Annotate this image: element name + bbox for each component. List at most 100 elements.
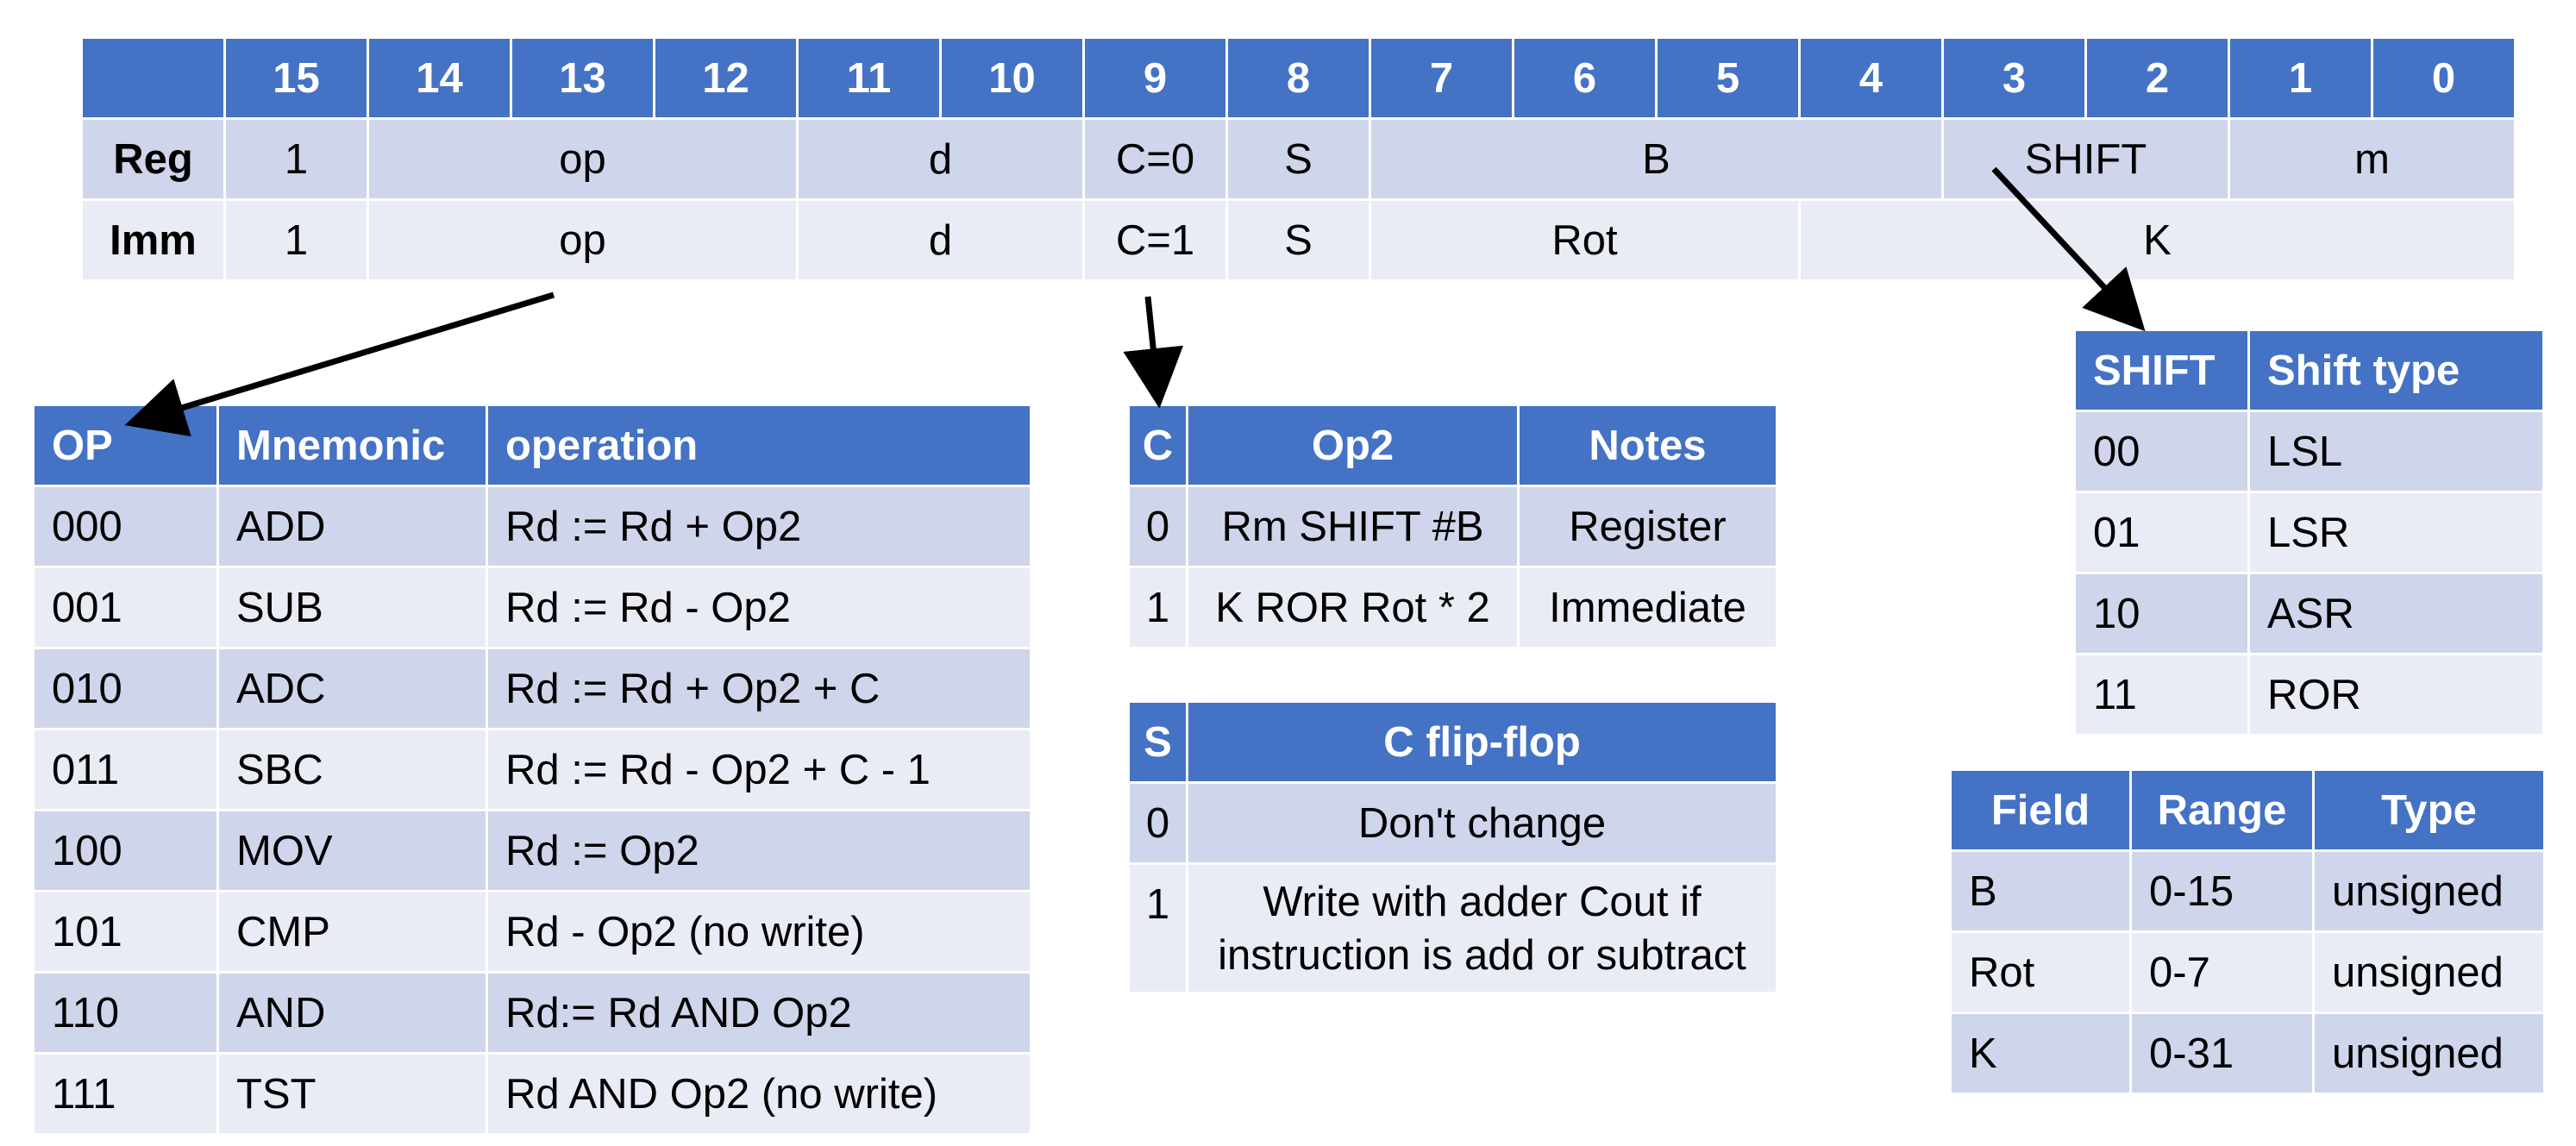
imm-row: Imm 1 op d C=1 S Rot K [80, 198, 2516, 282]
table-row: 110 AND Rd:= Rd AND Op2 [32, 971, 1032, 1055]
shift-type: ASR [2247, 572, 2545, 655]
shift-type: ROR [2247, 653, 2545, 736]
bit-header: 2 [2084, 36, 2230, 120]
field-m: m [2228, 117, 2516, 201]
op-code: 111 [32, 1052, 219, 1136]
field-rot: Rot [1369, 198, 1801, 282]
operation: Rd := Op2 [486, 809, 1032, 892]
bit-header-row: 15 14 13 12 11 10 9 8 7 6 5 4 3 2 1 0 [80, 36, 2516, 120]
field-op: op [367, 198, 799, 282]
bit-header: 14 [367, 36, 512, 120]
notes-value: Immediate [1517, 566, 1778, 649]
op-table: OP Mnemonic operation 000 ADD Rd := Rd +… [32, 404, 1032, 1136]
table-row: 01 LSR [2073, 491, 2545, 574]
table-row: 000 ADD Rd := Rd + Op2 [32, 485, 1032, 568]
s-value: 0 [1127, 781, 1188, 865]
table-row: 10 ASR [2073, 572, 2545, 655]
mnemonic: SBC [216, 728, 488, 811]
table-row: K 0-31 unsigned [1949, 1011, 2546, 1095]
table-row: 101 CMP Rd - Op2 (no write) [32, 890, 1032, 974]
table-row: 0 Rm SHIFT #B Register [1127, 485, 1778, 568]
bit-header: 10 [939, 36, 1085, 120]
op-code: 100 [32, 809, 219, 892]
column-header: Type [2312, 768, 2546, 852]
mnemonic: ADD [216, 485, 488, 568]
shift-type: LSL [2247, 410, 2545, 493]
row-label: Reg [80, 117, 226, 201]
table-row: 0 Don't change [1127, 781, 1778, 865]
bit-header: 13 [510, 36, 655, 120]
column-header: operation [486, 404, 1032, 487]
column-header: C [1127, 404, 1188, 487]
bit-header: 11 [796, 36, 942, 120]
bit-header: 9 [1082, 36, 1228, 120]
bit-header: 6 [1512, 36, 1658, 120]
bit-header: 15 [223, 36, 369, 120]
bit-header: 12 [653, 36, 799, 120]
column-header: Shift type [2247, 329, 2545, 412]
mnemonic: SUB [216, 566, 488, 649]
op-table-header: OP Mnemonic operation [32, 404, 1032, 487]
op-code: 010 [32, 647, 219, 730]
table-row: 11 ROR [2073, 653, 2545, 736]
table-row: Rot 0-7 unsigned [1949, 930, 2546, 1014]
table-row: 011 SBC Rd := Rd - Op2 + C - 1 [32, 728, 1032, 811]
field-range: 0-15 [2129, 849, 2315, 933]
encoding-table: 15 14 13 12 11 10 9 8 7 6 5 4 3 2 1 0 Re… [80, 36, 2516, 282]
field-range-table: Field Range Type B 0-15 unsigned Rot 0-7… [1949, 768, 2546, 1095]
column-header: Op2 [1186, 404, 1520, 487]
table-row: B 0-15 unsigned [1949, 849, 2546, 933]
operation: Rd - Op2 (no write) [486, 890, 1032, 974]
column-header: Field [1949, 768, 2132, 852]
op2-value: K ROR Rot * 2 [1186, 566, 1520, 649]
bit-header: 3 [1941, 36, 2087, 120]
table-row: 00 LSL [2073, 410, 2545, 493]
column-header: Mnemonic [216, 404, 488, 487]
mnemonic: CMP [216, 890, 488, 974]
operation: Rd := Rd - Op2 + C - 1 [486, 728, 1032, 811]
bit-header: 4 [1798, 36, 1944, 120]
field-bit15: 1 [223, 198, 369, 282]
field-type: unsigned [2312, 1011, 2546, 1095]
s-value: 1 [1127, 862, 1188, 994]
bit-header: 0 [2371, 36, 2516, 120]
column-header: SHIFT [2073, 329, 2250, 412]
shift-table-header: SHIFT Shift type [2073, 329, 2545, 412]
field-s: S [1225, 117, 1371, 201]
field-type: unsigned [2312, 930, 2546, 1014]
field-c: C=1 [1082, 198, 1228, 282]
arrow-op-to-op-table [124, 291, 555, 437]
field-bit15: 1 [223, 117, 369, 201]
flipflop-behavior: Don't change [1186, 781, 1778, 865]
reg-row: Reg 1 op d C=0 S B SHIFT m [80, 117, 2516, 201]
c-value: 1 [1127, 566, 1188, 649]
column-header: Range [2129, 768, 2315, 852]
column-header: S [1127, 700, 1188, 784]
field-name: K [1949, 1011, 2132, 1095]
operation: Rd := Rd - Op2 [486, 566, 1032, 649]
bit-header: 7 [1369, 36, 1514, 120]
field-d: d [796, 117, 1085, 201]
operation: Rd := Rd + Op2 + C [486, 647, 1032, 730]
field-range: 0-7 [2129, 930, 2315, 1014]
op-code: 011 [32, 728, 219, 811]
op-code: 001 [32, 566, 219, 649]
field-name: B [1949, 849, 2132, 933]
mnemonic: AND [216, 971, 488, 1055]
table-row: 1 Write with adder Cout if instruction i… [1127, 862, 1778, 994]
field-b: B [1369, 117, 1944, 201]
table-row: 111 TST Rd AND Op2 (no write) [32, 1052, 1032, 1136]
field-c: C=0 [1082, 117, 1228, 201]
field-k: K [1798, 198, 2516, 282]
shift-code: 00 [2073, 410, 2250, 493]
column-header: C flip-flop [1186, 700, 1778, 784]
table-row: 010 ADC Rd := Rd + Op2 + C [32, 647, 1032, 730]
row-label: Imm [80, 198, 226, 282]
mnemonic: MOV [216, 809, 488, 892]
field-op: op [367, 117, 799, 201]
c-op2-table: C Op2 Notes 0 Rm SHIFT #B Register 1 K R… [1127, 404, 1778, 649]
shift-code: 11 [2073, 653, 2250, 736]
shift-code: 01 [2073, 491, 2250, 574]
c-value: 0 [1127, 485, 1188, 568]
op-code: 000 [32, 485, 219, 568]
